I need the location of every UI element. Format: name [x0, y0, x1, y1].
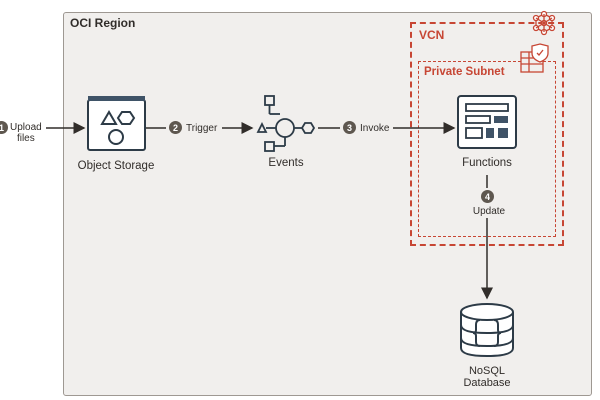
events-label: Events: [268, 157, 304, 169]
database-icon: [460, 303, 514, 358]
step-4-label: Update: [472, 206, 506, 217]
step-1-badge: 1: [0, 121, 8, 134]
vcn-network-icon: [532, 10, 556, 36]
nosql-label-line2: Database: [463, 377, 511, 389]
object-storage-label: Object Storage: [77, 160, 155, 172]
step-4-badge: 4: [481, 190, 494, 203]
private-subnet-title: Private Subnet: [424, 66, 505, 78]
step-3-badge: 3: [343, 121, 356, 134]
step-2-label: Trigger: [186, 123, 218, 134]
step-2-badge: 2: [169, 121, 182, 134]
security-list-icon: [520, 43, 549, 73]
events-icon: [256, 95, 316, 152]
oci-region-title: OCI Region: [70, 16, 136, 30]
functions-icon: [457, 95, 517, 149]
nosql-database-label: NoSQL Database: [463, 365, 510, 389]
step-1-label-line1: Upload: [10, 122, 42, 133]
step-3-label: Invoke: [360, 123, 390, 134]
functions-label: Functions: [462, 157, 512, 169]
object-storage-icon: [87, 96, 146, 151]
vcn-title: VCN: [419, 28, 445, 42]
nosql-label-line1: NoSQL: [468, 365, 506, 377]
step-1-label-line2: files: [16, 133, 35, 144]
step-1-label: Upload files: [10, 122, 42, 144]
